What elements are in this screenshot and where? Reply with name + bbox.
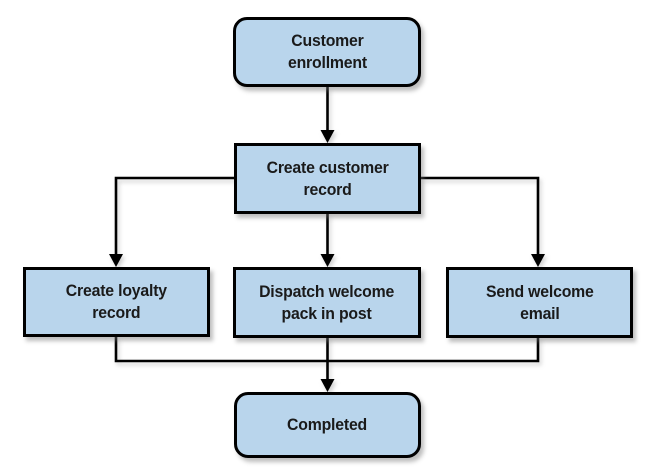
connector-record-to-loyalty — [114, 176, 234, 256]
node-dispatch-welcome-pack-label: Dispatch welcome pack in post — [259, 281, 395, 323]
arrowhead-record-to-loyalty — [109, 254, 123, 267]
node-create-loyalty-record: Create loyalty record — [23, 267, 210, 337]
node-send-welcome-email-label: Send welcome email — [485, 281, 594, 323]
node-create-loyalty-record-label: Create loyalty record — [65, 281, 168, 322]
node-create-customer-record: Create customer record — [234, 143, 421, 214]
arrowhead-record-to-email — [531, 254, 545, 267]
connector-loyalty-to-join — [114, 337, 328, 363]
arrowhead-record-to-dispatch — [320, 254, 335, 267]
node-send-welcome-email: Send welcome email — [446, 267, 633, 338]
node-customer-enrollment: Customer enrollment — [233, 17, 421, 87]
arrowhead-join-to-completed — [320, 379, 335, 392]
connector-record-to-email — [421, 176, 540, 256]
node-completed-label: Completed — [287, 415, 368, 435]
node-create-customer-record-label: Create customer record — [266, 157, 389, 199]
node-dispatch-welcome-pack: Dispatch welcome pack in post — [233, 267, 421, 338]
node-completed: Completed — [234, 392, 421, 458]
node-customer-enrollment-label: Customer enrollment — [287, 31, 367, 72]
connector-email-to-join — [327, 337, 540, 363]
arrowhead-enrollment-to-record — [320, 130, 335, 143]
